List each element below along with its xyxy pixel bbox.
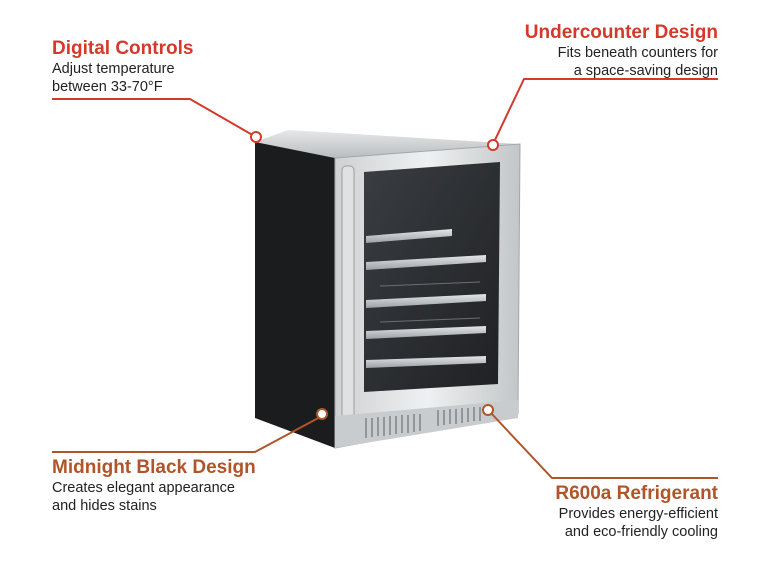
callout-dots — [250, 131, 499, 420]
undercounter-leader — [493, 78, 718, 143]
r600-dot — [482, 404, 494, 416]
undercounter-title: Undercounter Design — [524, 22, 718, 43]
digital-controls-line2: between 33-70°F — [52, 79, 163, 95]
callout-midnight-black: Midnight Black Design Creates elegant ap… — [52, 457, 256, 515]
midnight-black-line1: Creates elegant appearance — [52, 480, 235, 496]
undercounter-line1: Fits beneath counters for — [557, 45, 718, 61]
midnight-black-title: Midnight Black Design — [52, 457, 256, 478]
digital-controls-leader — [52, 98, 257, 138]
callout-refrigerant: R600a Refrigerant Provides energy-effici… — [555, 483, 718, 541]
undercounter-dot — [487, 139, 499, 151]
callout-digital-controls: Digital Controls Adjust temperature betw… — [52, 38, 193, 96]
digital-controls-line1: Adjust temperature — [52, 61, 175, 77]
undercounter-line2: a space-saving design — [573, 63, 718, 79]
callout-undercounter: Undercounter Design Fits beneath counter… — [525, 22, 718, 80]
fridge-top — [255, 130, 520, 158]
midnight-black-leader — [52, 415, 323, 453]
digital-controls-title: Digital Controls — [52, 38, 194, 59]
vent-grille-panel — [335, 400, 518, 448]
callout-lines — [52, 78, 718, 479]
midnight-black-line2: and hides stains — [52, 498, 157, 514]
vent-grille — [365, 407, 481, 438]
wine-fridge — [255, 130, 521, 449]
refrigerant-line2: and eco-friendly cooling — [564, 524, 718, 540]
fridge-side-panel — [255, 142, 335, 448]
wine-shelves — [366, 229, 486, 368]
refrigerant-title: R600a Refrigerant — [555, 483, 718, 504]
midnight-black-dot — [316, 408, 328, 420]
refrigerant-line1: Provides energy-efficient — [558, 506, 718, 522]
door-handle — [341, 165, 355, 423]
r600-leader — [489, 411, 718, 479]
digital-controls-dot — [250, 131, 262, 143]
